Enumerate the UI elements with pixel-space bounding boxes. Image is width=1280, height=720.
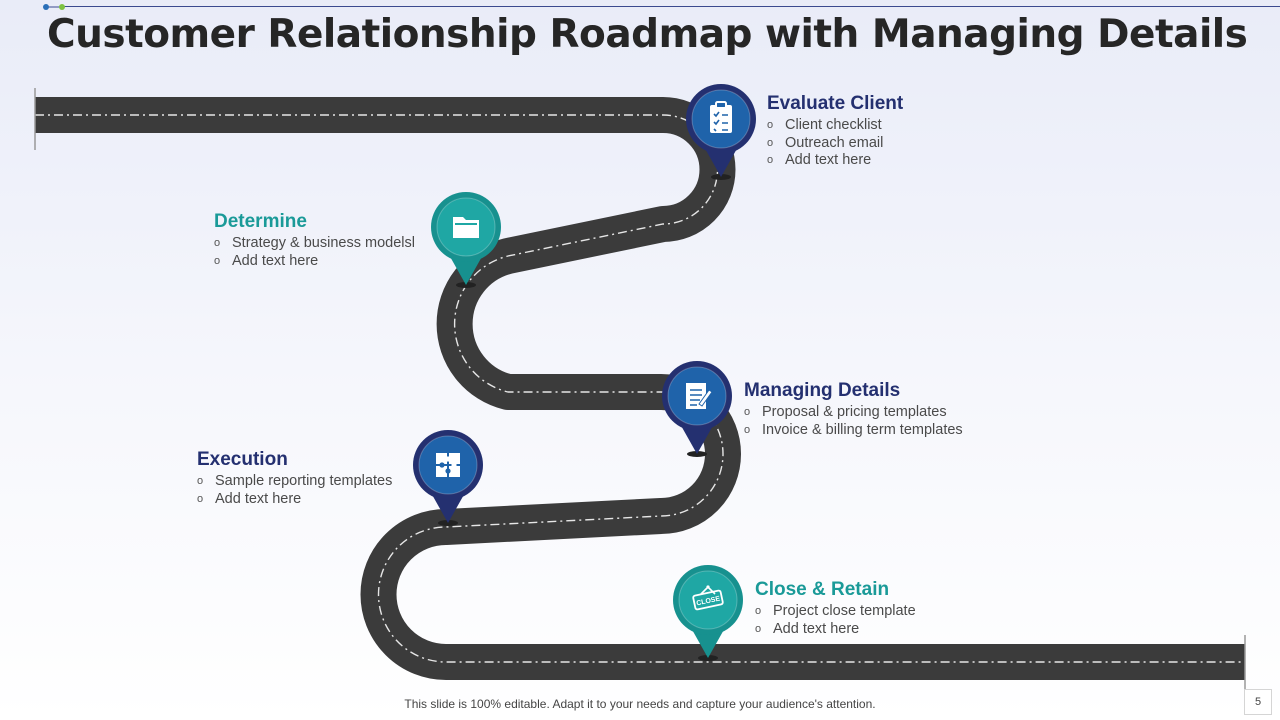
puzzle-icon: [436, 453, 460, 477]
page-title: Customer Relationship Roadmap with Manag…: [47, 12, 1248, 57]
pin-evaluate-client: [686, 84, 756, 180]
milestone-heading: Close & Retain: [755, 579, 890, 600]
road: [34, 88, 1246, 690]
pin-execution: [413, 430, 483, 526]
page-number: 5: [1244, 689, 1272, 715]
road-surface: [35, 97, 1245, 680]
close-sign-icon: CLOSE: [692, 585, 724, 611]
folder-icon: [453, 217, 479, 238]
footer-note: This slide is 100% editable. Adapt it to…: [404, 697, 876, 711]
top-dots-decoration: [43, 4, 65, 10]
pin-close-retain: CLOSE: [673, 565, 743, 661]
milestone-heading: Evaluate Client: [767, 93, 904, 114]
milestone-heading: Execution: [197, 449, 288, 470]
milestone-heading: Determine: [214, 211, 307, 232]
close-sign-text: CLOSE: [696, 595, 721, 607]
clipboard-icon: [710, 101, 732, 133]
top-rule: [60, 6, 1280, 7]
pin-determine: [431, 192, 501, 288]
document-edit-icon: [686, 383, 713, 409]
pin-managing-details: [662, 361, 732, 457]
milestone-heading: Managing Details: [744, 380, 901, 401]
